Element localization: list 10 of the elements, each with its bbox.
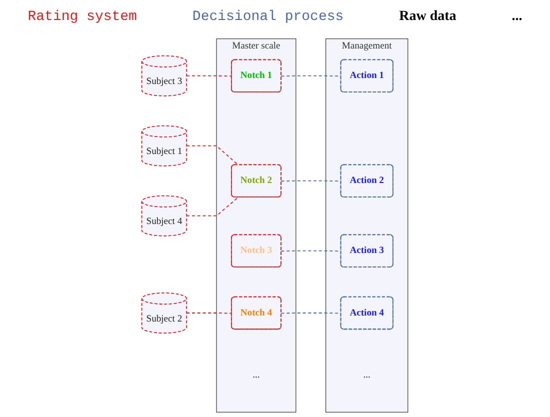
column-heading: ... xyxy=(512,9,522,25)
node-text: ... xyxy=(252,370,260,380)
bracket-label: Decisional process xyxy=(192,9,344,25)
connector xyxy=(186,75,232,77)
bracket-label: Rating system xyxy=(28,9,137,25)
connector xyxy=(186,145,239,166)
connector xyxy=(186,312,232,314)
node-text: ... xyxy=(363,370,371,380)
connector xyxy=(186,196,239,216)
column-heading: Raw data xyxy=(399,9,456,25)
